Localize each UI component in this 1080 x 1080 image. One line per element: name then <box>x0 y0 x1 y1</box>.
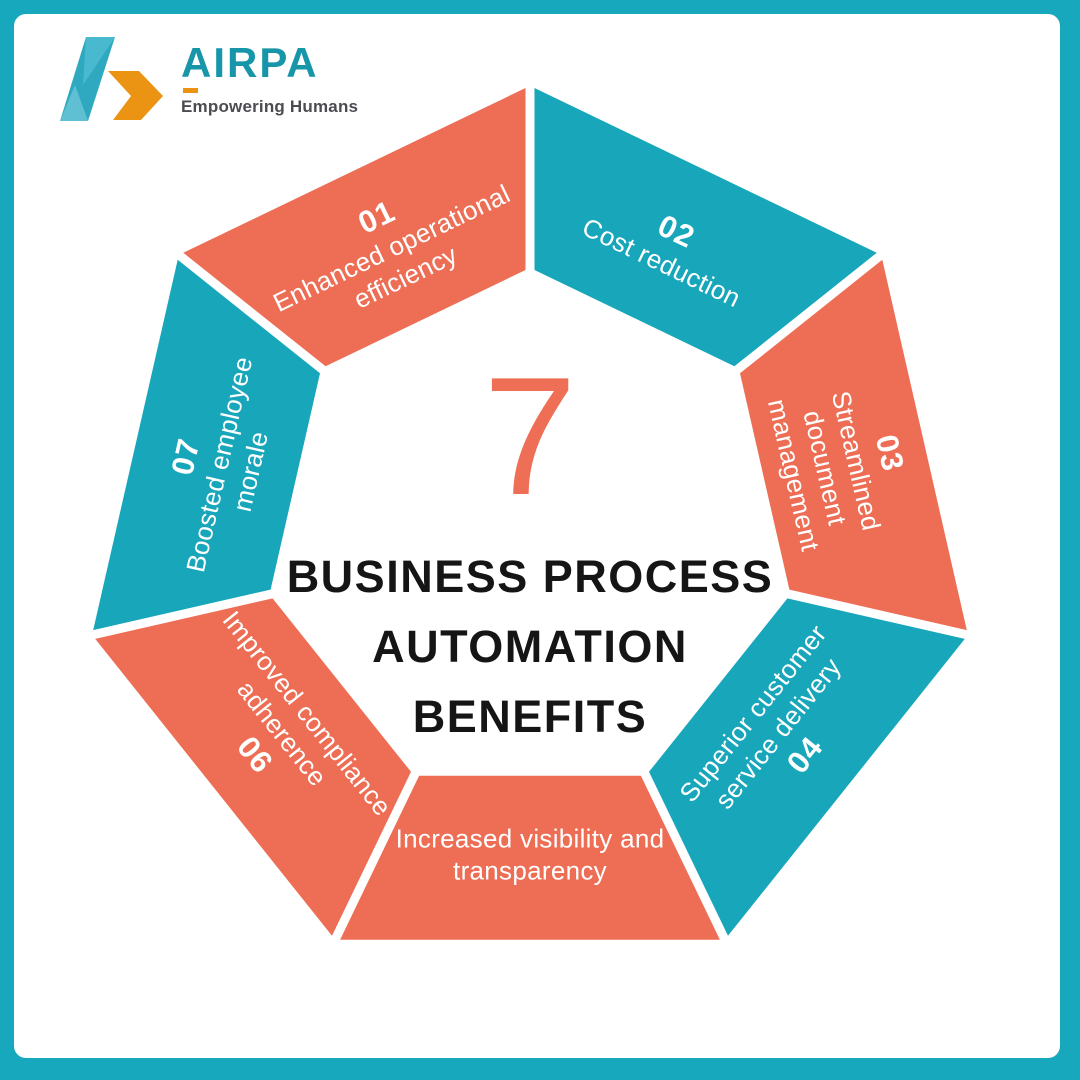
logo-teal-stroke <box>60 37 115 121</box>
benefit-count: 7 <box>483 342 577 530</box>
center-stack: 7 BUSINESS PROCESS AUTOMATION BENEFITS <box>220 352 840 751</box>
brand-name: AIRPA <box>181 39 319 86</box>
logo-orange-arrow <box>108 71 163 120</box>
logo-teal-facet-bottom <box>60 85 88 121</box>
segment-shape-1 <box>183 88 526 367</box>
brand-dash <box>183 88 198 93</box>
segment-shape-7 <box>93 259 320 631</box>
segment-shape-5 <box>340 775 720 940</box>
segment-shape-3 <box>740 259 967 631</box>
brand-tagline: Empowering Humans <box>181 97 359 116</box>
page-title: BUSINESS PROCESS AUTOMATION BENEFITS <box>286 551 774 742</box>
logo: AIRPA Empowering Humans <box>58 33 358 125</box>
airpa-logo-icon <box>60 37 163 121</box>
segment-shape-6 <box>95 598 411 936</box>
logo-teal-facet-top <box>83 37 115 85</box>
segment-shape-2 <box>534 88 877 367</box>
logo-text: AIRPA Empowering Humans <box>181 42 358 117</box>
segment-shape-4 <box>649 598 965 936</box>
